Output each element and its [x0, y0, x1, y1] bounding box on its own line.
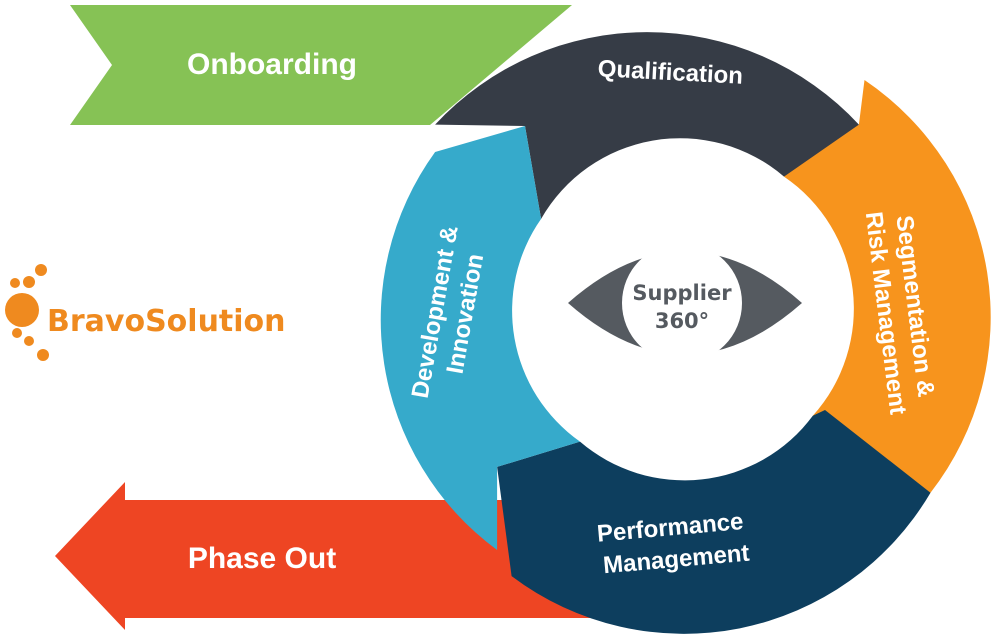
- phase-out-label: Phase Out: [188, 542, 336, 575]
- logo-dot-main: [5, 293, 39, 327]
- onboarding-arrow-shape: [70, 5, 572, 125]
- onboarding-label: Onboarding: [187, 48, 357, 81]
- logo-dot: [23, 276, 35, 288]
- logo-dot: [35, 264, 47, 276]
- eye-text-line1: Supplier: [632, 281, 732, 305]
- onboarding-arrow: Onboarding: [70, 5, 572, 125]
- logo-dot: [37, 349, 49, 361]
- logo-dot: [12, 328, 22, 338]
- segment-qualification: [435, 32, 861, 219]
- cycle-ring: [380, 32, 991, 634]
- segment-performance: [497, 410, 931, 634]
- bravosolution-logo: BravoSolution: [5, 264, 286, 361]
- segment-development: [380, 126, 580, 550]
- segment-segmentation: [784, 80, 991, 500]
- logo-dot: [10, 278, 20, 288]
- logo-dot: [24, 336, 34, 346]
- eye-text-line2: 360°: [655, 309, 709, 333]
- eye-iris: [622, 243, 742, 363]
- eye-icon: Supplier 360°: [568, 243, 802, 363]
- logo-text: BravoSolution: [47, 304, 286, 339]
